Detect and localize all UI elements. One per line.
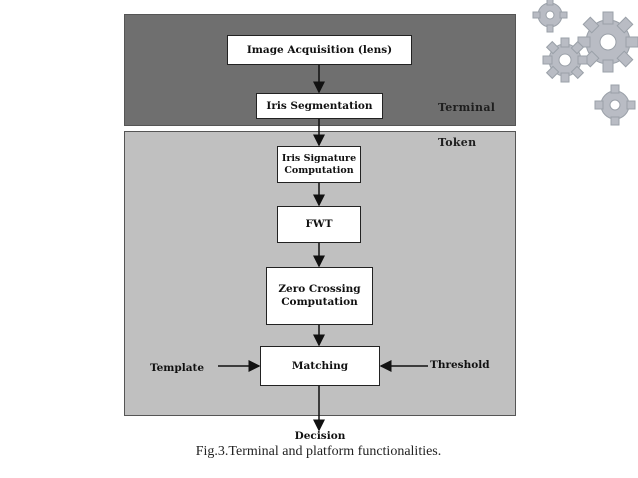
token-label: Token: [438, 136, 477, 149]
gears-icon: [532, 0, 638, 126]
terminal-label: Terminal: [438, 101, 496, 114]
threshold-label: Threshold: [430, 359, 490, 371]
node-zero-crossing: Zero Crossing Computation: [266, 267, 373, 325]
node-iris-segmentation: Iris Segmentation: [256, 93, 383, 119]
node-fwt: FWT: [277, 206, 361, 243]
decision-label: Decision: [294, 430, 346, 442]
figure-caption: Fig.3.Terminal and platform functionalit…: [114, 441, 523, 463]
node-image-acquisition: Image Acquisition (lens): [227, 35, 412, 65]
node-matching: Matching: [260, 346, 380, 386]
node-iris-signature: Iris Signature Computation: [277, 146, 361, 183]
template-label: Template: [150, 362, 205, 374]
